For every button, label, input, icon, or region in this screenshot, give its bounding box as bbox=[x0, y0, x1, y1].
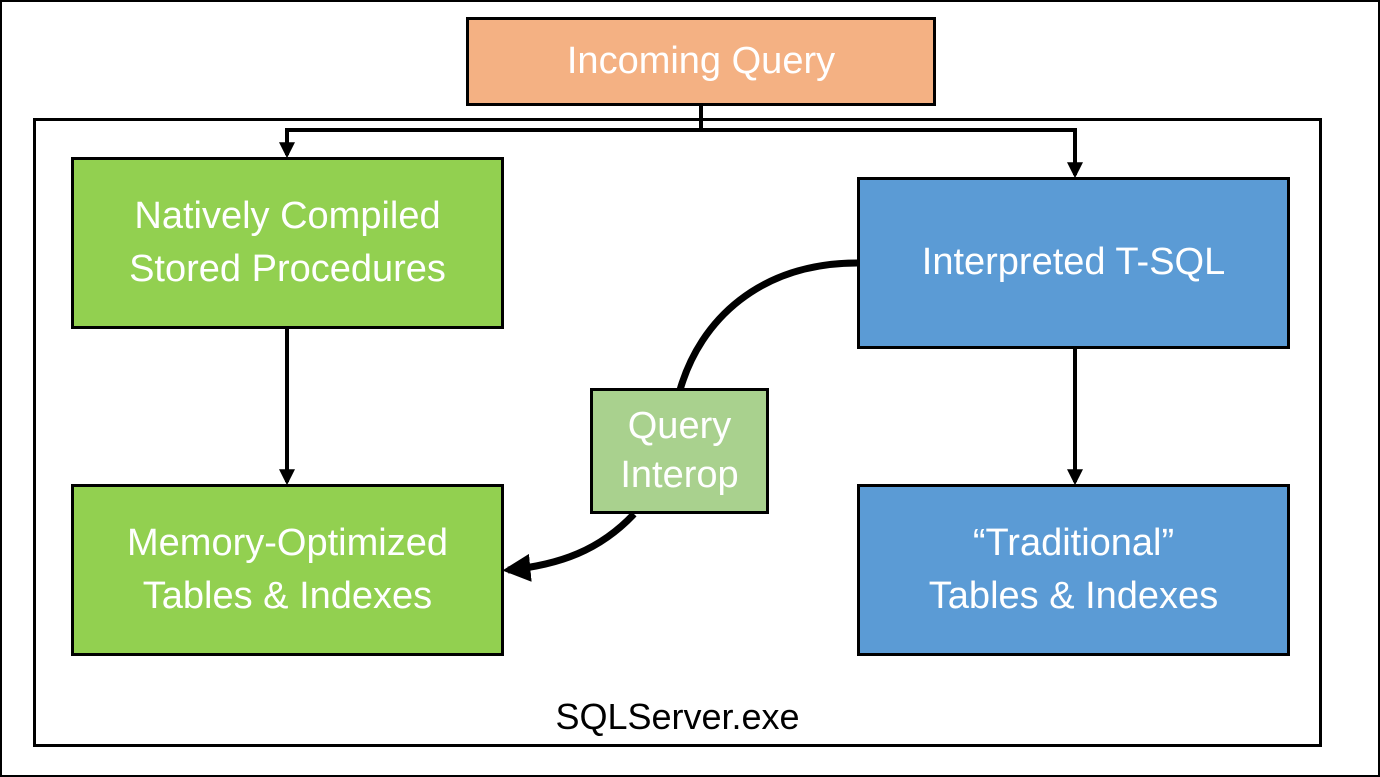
interop-curve-upper bbox=[676, 259, 858, 391]
memory-optimized-tables-box: Memory-Optimized Tables & Indexes bbox=[71, 484, 504, 656]
interop-curve-lower bbox=[502, 511, 637, 582]
container-label: SQLServer.exe bbox=[555, 696, 800, 737]
interpreted-tsql-box: Interpreted T-SQL bbox=[857, 177, 1290, 349]
split-connector bbox=[287, 106, 1075, 132]
traditional-tables-box: “Traditional” Tables & Indexes bbox=[857, 484, 1290, 656]
incoming-query-box: Incoming Query bbox=[466, 17, 936, 106]
sqlserver-process-boundary bbox=[33, 118, 1322, 747]
natively-compiled-procedures-box: Natively Compiled Stored Procedures bbox=[71, 157, 504, 329]
query-interop-box: Query Interop bbox=[590, 388, 769, 514]
